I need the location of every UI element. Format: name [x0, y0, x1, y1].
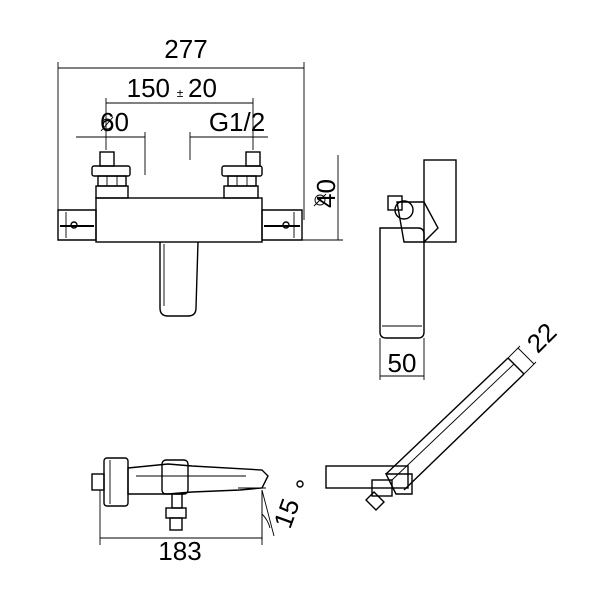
handshower-view: 22 [325, 317, 563, 511]
dimension-50: 50 [379, 338, 425, 380]
diameter-symbol [100, 116, 114, 132]
dimension-g12: G1/2 [189, 107, 268, 160]
svg-text:±: ± [177, 86, 184, 100]
dim-150-label: 150 [127, 73, 170, 103]
dimension-angle-15: 15 [261, 480, 306, 540]
top-view: 183 15 [91, 457, 306, 566]
dimension-diameter-60: 60 [76, 107, 146, 175]
spout [159, 241, 199, 317]
dimension-150: 150 ± 20 [105, 73, 254, 150]
dim-60-label: 60 [100, 107, 129, 137]
dim-40-label: 40 [311, 179, 341, 208]
right-knob [221, 151, 263, 199]
dim-277-label: 277 [164, 34, 207, 64]
dimension-183: 183 [99, 490, 263, 566]
front-view: 277 150 ± 20 60 G1/2 [57, 34, 343, 317]
dim-20-label: 20 [188, 73, 217, 103]
dimension-diameter-40: 40 [302, 155, 343, 241]
dim-50-label: 50 [388, 348, 417, 378]
dim-183-label: 183 [158, 536, 201, 566]
side-view: 50 [379, 159, 457, 380]
dim-angle-label: 15 [267, 495, 305, 532]
dim-g12-label: G1/2 [209, 107, 265, 137]
dimension-277: 277 [57, 34, 305, 220]
dim-22-label: 22 [521, 317, 563, 359]
mixer-body [57, 197, 303, 243]
left-knob [91, 151, 131, 199]
